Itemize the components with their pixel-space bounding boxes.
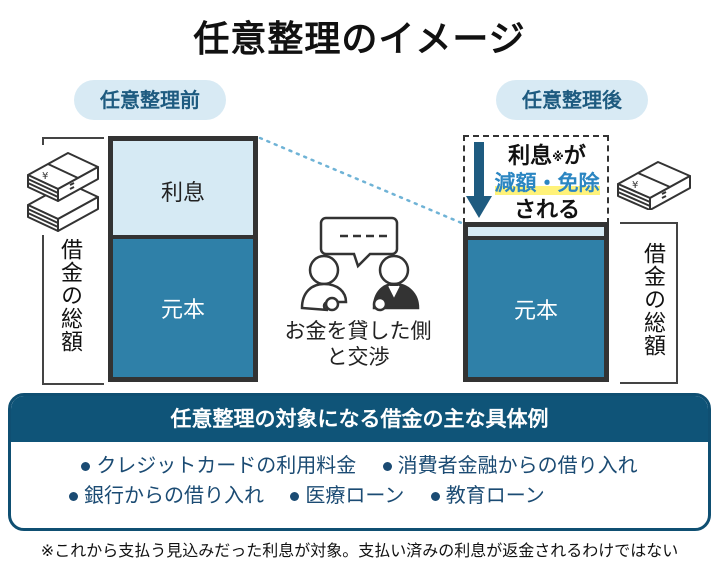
example-item-label: クレジットカードの利用料金 xyxy=(96,453,357,477)
examples-heading: 任意整理の対象になる借金の主な具体例 xyxy=(11,396,708,442)
examples-panel: 任意整理の対象になる借金の主な具体例 クレジットカードの利用料金 消費者金融から… xyxy=(8,393,711,531)
bullet-icon xyxy=(382,462,392,471)
note-mark: ※ xyxy=(552,150,564,164)
after-principal-block: 元本 xyxy=(463,236,609,382)
negotiation-line2: と交渉 xyxy=(326,345,390,369)
before-principal-block: 元本 xyxy=(108,235,258,382)
before-principal-label: 元本 xyxy=(160,298,205,323)
after-interest-block xyxy=(463,222,609,238)
example-item-label: 銀行からの借り入れ xyxy=(84,483,264,507)
before-total-bracket xyxy=(42,137,104,385)
negotiation-caption: お金を貸した側 と交渉 xyxy=(268,318,448,370)
example-item: 教育ローン xyxy=(430,480,545,510)
examples-list: クレジットカードの利用料金 消費者金融からの借り入れ 銀行からの借り入れ 医療ロ… xyxy=(11,442,708,510)
negotiation-line1: お金を貸した側 xyxy=(284,319,432,343)
money-bundle-icon: ¥ xyxy=(614,150,694,211)
reduction-line1: 利息 xyxy=(508,144,553,169)
footnote: ※これから支払う見込みだった利息が対象。支払い済みの利息が返金されるわけではない xyxy=(40,541,679,560)
after-total-bracket xyxy=(620,222,678,384)
bullet-icon xyxy=(69,492,78,501)
before-label: 任意整理前 xyxy=(74,80,226,120)
bullet-icon xyxy=(290,492,300,501)
svg-text:¥: ¥ xyxy=(42,171,48,182)
example-item-label: 医療ローン xyxy=(305,483,405,507)
example-item: クレジットカードの利用料金 xyxy=(81,450,356,480)
page-title: 任意整理のイメージ xyxy=(193,19,526,60)
reduction-line3: される xyxy=(513,198,580,223)
reduction-line2-highlight: 減額・免除 xyxy=(494,171,600,195)
before-interest-label: 利息 xyxy=(160,180,205,206)
example-item: 消費者金融からの借り入れ xyxy=(382,450,638,480)
example-item-label: 消費者金融からの借り入れ xyxy=(397,453,638,477)
interest-reduction-text: 利息※が 減額・免除 される xyxy=(492,144,602,224)
before-interest-block: 利息 xyxy=(108,136,258,240)
bullet-icon xyxy=(81,462,91,471)
bullet-icon xyxy=(430,492,440,501)
after-total-label: 借金の総額 xyxy=(640,242,665,357)
money-stack-icon: ¥ xyxy=(24,145,102,235)
down-arrow-icon xyxy=(466,142,492,218)
example-item: 医療ローン xyxy=(290,480,404,510)
reduction-line1-suffix: が xyxy=(563,144,586,169)
example-item-label: 教育ローン xyxy=(445,483,545,507)
after-label: 任意整理後 xyxy=(496,80,648,120)
example-item: 銀行からの借り入れ xyxy=(69,480,264,510)
after-principal-label: 元本 xyxy=(513,298,558,324)
before-total-label: 借金の総額 xyxy=(57,238,82,353)
svg-text:¥: ¥ xyxy=(632,180,638,191)
negotiation-icon xyxy=(296,212,426,314)
dotted-connector-line xyxy=(258,136,466,226)
